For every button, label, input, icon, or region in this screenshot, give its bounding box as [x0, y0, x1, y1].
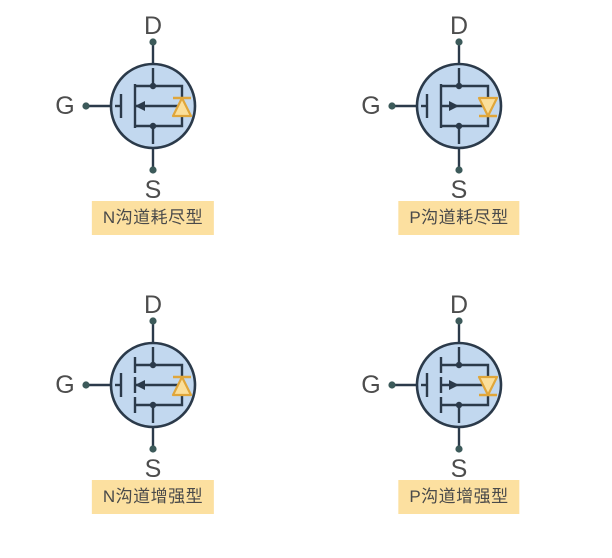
symbol-cell-n-channel-depletion: D S G: [0, 0, 306, 279]
body-arrow-right-icon: [449, 380, 459, 390]
source-terminal-label: S: [145, 176, 162, 204]
body-diode-triangle-up-icon: [171, 96, 193, 118]
body-arrow-right-icon: [449, 101, 459, 111]
symbol-cell-p-channel-depletion: D S G: [306, 0, 612, 279]
gate-terminal-dot: [82, 381, 90, 389]
gate-terminal-dot: [82, 102, 90, 110]
symbol-figure-n-channel-enhancement: D S G: [0, 279, 306, 494]
source-terminal-dot: [455, 445, 463, 453]
gate-terminal-label: G: [55, 92, 74, 120]
body-arrow-left-icon: [135, 101, 145, 111]
source-terminal-dot: [455, 166, 463, 174]
body-diode-triangle-down-icon: [477, 96, 499, 118]
body-diode-triangle-up-icon: [171, 375, 193, 397]
drain-terminal-label: D: [144, 12, 162, 40]
symbol-caption-p-channel-depletion: P沟道耗尽型: [398, 201, 520, 235]
drain-terminal-dot: [149, 38, 157, 46]
body-arrow-left-icon: [135, 380, 145, 390]
drain-terminal-dot: [455, 317, 463, 325]
gate-terminal-dot: [388, 381, 396, 389]
source-terminal-dot: [149, 445, 157, 453]
gate-terminal-label: G: [361, 92, 380, 120]
mosfet-symbol-svg: D S G: [361, 12, 503, 204]
symbol-figure-p-channel-depletion: D S G: [306, 0, 612, 215]
gate-terminal-label: G: [361, 371, 380, 399]
source-terminal-label: S: [451, 455, 468, 483]
source-terminal-label: S: [451, 176, 468, 204]
symbol-cell-p-channel-enhancement: D S G: [306, 279, 612, 558]
drain-terminal-label: D: [450, 291, 468, 319]
source-terminal-dot: [149, 166, 157, 174]
symbol-caption-p-channel-enhancement: P沟道增强型: [398, 480, 520, 514]
gate-terminal-label: G: [55, 371, 74, 399]
mosfet-symbol-svg: D S G: [361, 291, 503, 483]
drain-terminal-dot: [455, 38, 463, 46]
mosfet-symbol-svg: D S G: [55, 291, 197, 483]
drain-terminal-label: D: [144, 291, 162, 319]
symbol-figure-p-channel-enhancement: D S G: [306, 279, 612, 494]
source-terminal-label: S: [145, 455, 162, 483]
symbol-figure-n-channel-depletion: D S G: [0, 0, 306, 215]
symbol-caption-n-channel-depletion: N沟道耗尽型: [91, 201, 215, 235]
symbol-cell-n-channel-enhancement: D S G: [0, 279, 306, 558]
drain-terminal-label: D: [450, 12, 468, 40]
body-diode-triangle-down-icon: [477, 375, 499, 397]
gate-terminal-dot: [388, 102, 396, 110]
mosfet-symbol-svg: D S G: [55, 12, 197, 204]
drain-terminal-dot: [149, 317, 157, 325]
symbol-caption-n-channel-enhancement: N沟道增强型: [91, 480, 215, 514]
